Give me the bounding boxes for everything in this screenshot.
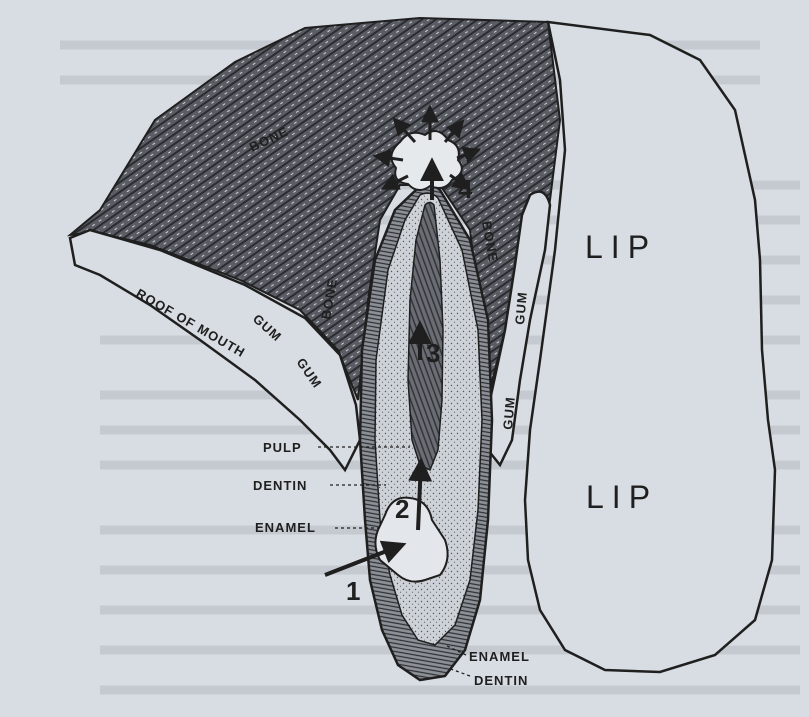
label-enamel-lower: ENAMEL [469, 649, 530, 664]
lip-region [525, 22, 775, 672]
label-gum-3: GUM [512, 291, 530, 326]
label-lip-bottom: LIP [586, 479, 658, 515]
label-enamel-upper: ENAMEL [255, 520, 316, 535]
step-1: 1 [346, 576, 360, 606]
label-lip-top: LIP [585, 229, 657, 265]
label-gum-4: GUM [500, 396, 518, 431]
step-2: 2 [395, 494, 409, 524]
step-4: 4 [458, 174, 473, 204]
label-dentin-upper: DENTIN [253, 478, 307, 493]
step-3: 3 [426, 338, 440, 368]
label-pulp: PULP [263, 440, 302, 455]
label-dentin-lower: DENTIN [474, 673, 528, 688]
